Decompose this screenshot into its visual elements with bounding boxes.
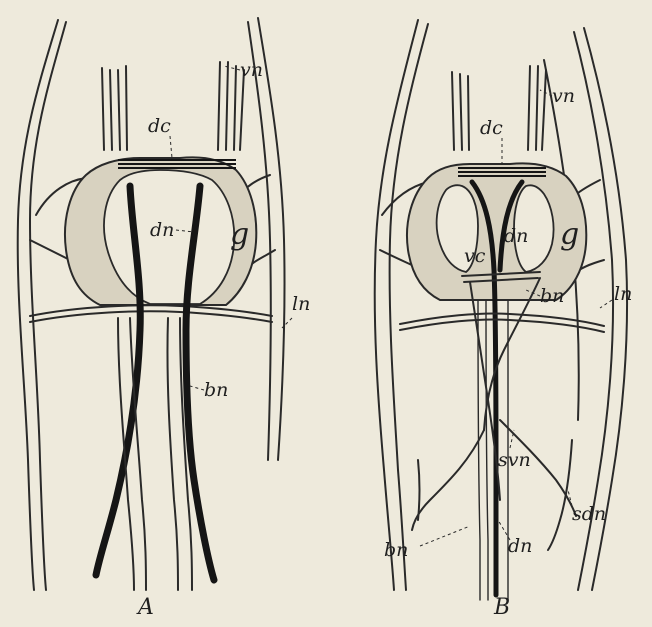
panel-b-label-dn: dn: [504, 225, 528, 247]
panel-b-label-bn: bn: [540, 285, 564, 307]
panel-a-label-bn: bn: [204, 379, 228, 401]
panel-b-transverse-2: [400, 319, 604, 332]
panel-a-label-ln: ln: [292, 293, 310, 315]
panel-a-leader-bn: [190, 386, 204, 390]
panel-b: dc vn dn g vc bn ln svn sdn bn dn B: [375, 20, 633, 620]
panel-a-vn-right-3: [234, 66, 236, 150]
panel-b-label-vn: vn: [552, 85, 575, 107]
panel-b-caption: B: [493, 595, 510, 620]
panel-b-vn-right-1: [528, 66, 530, 150]
panel-b-bn-cross-left: [412, 430, 484, 530]
panel-a-label-vn: vn: [240, 59, 263, 81]
panel-b-vn-right-2: [536, 66, 538, 150]
panel-a-vn-left-2: [110, 70, 112, 150]
panel-b-leader-bn-bottom: [420, 526, 470, 546]
panel-a-leader-vn: [224, 66, 240, 70]
panel-b-sdn: [548, 440, 572, 550]
panel-a-vn-left-3: [118, 70, 120, 150]
panel-b-label-bn-bottom: bn: [384, 539, 408, 561]
panel-b-trunk-2: [486, 300, 488, 600]
panel-b-leader-ln: [600, 300, 612, 308]
panel-a-vn-right-2: [226, 62, 228, 150]
panel-a-leader-dc: [170, 136, 172, 158]
panel-b-left-lower: [418, 460, 420, 520]
panel-b-label-sdn: sdn: [572, 503, 606, 525]
panel-b-left-outer-nerve: [375, 20, 418, 590]
panel-b-label-dn-bottom: dn: [508, 535, 532, 557]
panel-a-label-dc: dc: [148, 115, 171, 137]
panel-a-label-g: g: [230, 217, 249, 252]
panel-a-vn-right-4: [240, 70, 244, 150]
panel-b-label-g: g: [560, 217, 579, 252]
panel-a-vn-left-1: [102, 68, 104, 150]
panel-a-vn-left-4: [126, 66, 127, 150]
panel-b-vn-left-2: [460, 74, 462, 150]
panel-b-label-vc: vc: [464, 245, 486, 267]
panel-b-vn-right-3: [542, 70, 546, 150]
panel-b-vn-left-3: [468, 76, 469, 150]
panel-a-trunk-right: [167, 318, 178, 590]
panel-a-left-outer-nerve-inner: [30, 22, 66, 590]
panel-b-label-dc: dc: [480, 117, 503, 139]
panel-a-caption: A: [136, 595, 154, 620]
panel-a-transverse-2: [30, 311, 272, 322]
panel-b-vn-left-1: [452, 72, 454, 150]
panel-b-label-svn: svn: [498, 449, 531, 471]
panel-b-label-ln: ln: [614, 283, 632, 305]
panel-a-left-outer-nerve: [18, 20, 58, 590]
panel-a-vn-right-1: [218, 62, 220, 150]
panel-a-label-dn: dn: [150, 219, 174, 241]
panel-a-right-outer-nerve: [258, 18, 285, 460]
panel-a: dc vn dn g ln bn A: [18, 18, 311, 620]
